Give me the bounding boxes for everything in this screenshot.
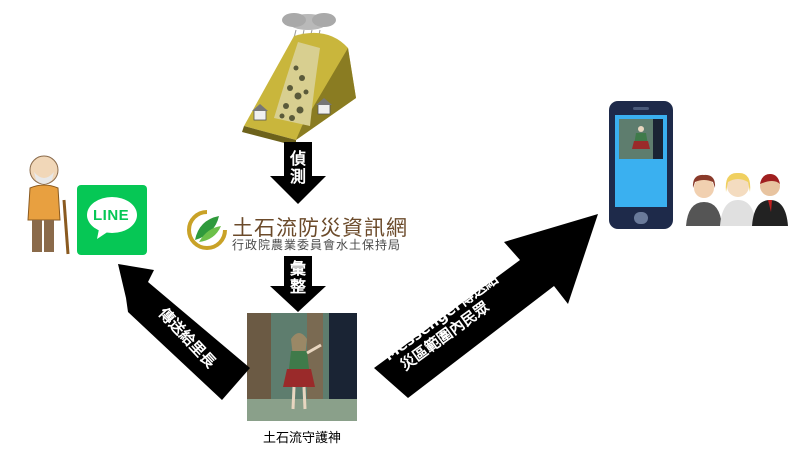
landslide-illustration [242,13,356,146]
smartphone-icon [609,101,673,229]
aggregate-arrow [270,256,326,312]
aggregate-label: 彙整 [289,259,306,296]
logo-title: 土石流防災資訊網 [232,216,408,240]
line-app-label: LINE [93,207,130,224]
phone-speaker [633,107,649,110]
phone-home-button [634,212,648,224]
rain-cloud-icon [282,13,336,41]
house-icon [252,98,332,121]
to-residents-arrow [374,214,598,398]
logo-subtitle: 行政院農業委員會水土保持局 [232,238,402,252]
phone-screen-image [619,119,663,159]
detect-label: 偵測 [289,149,306,186]
phone-screen [615,115,667,207]
village-chief-icon [27,155,70,255]
guardian-illustration [247,313,357,421]
line-app-icon: LINE [77,185,147,255]
guardian-caption: 土石流守護神 [263,431,342,446]
to-chief-arrow [118,264,250,400]
swcb-logo-icon [187,210,227,250]
detect-arrow [270,142,326,204]
residents-group-icon [686,172,788,226]
